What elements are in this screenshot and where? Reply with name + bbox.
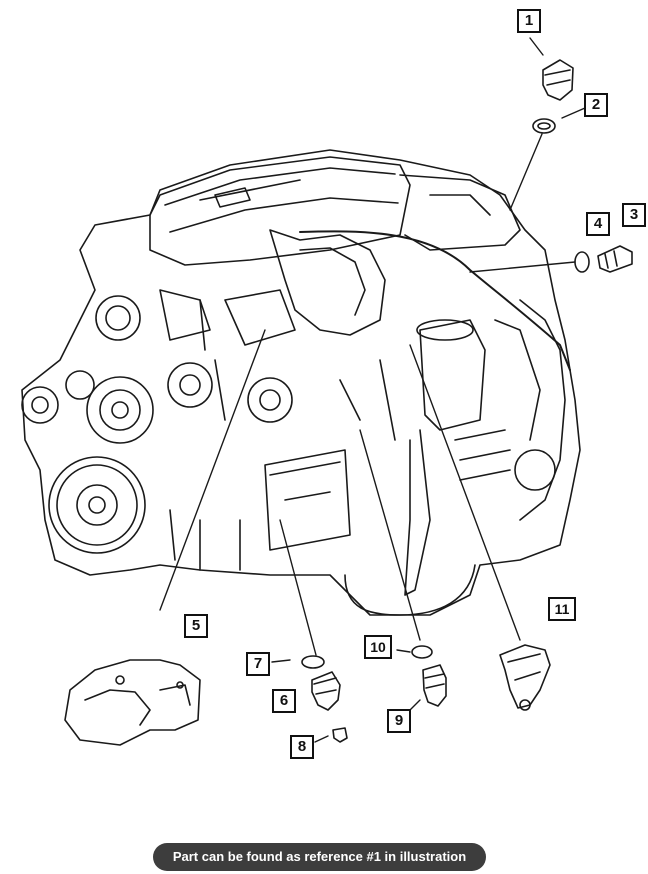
callout-3[interactable]: 3 — [622, 203, 646, 227]
callout-11[interactable]: 11 — [548, 597, 576, 621]
callout-6[interactable]: 6 — [272, 689, 296, 713]
parts-diagram: 1 2 3 4 5 6 7 8 9 10 11 — [21, 9, 646, 759]
callout-5[interactable]: 5 — [184, 614, 208, 638]
leader-line-8 — [314, 735, 329, 743]
part-4-oring — [574, 251, 590, 273]
part-6-sensor — [311, 671, 341, 711]
part-2-oring — [532, 118, 556, 134]
leader-line-7 — [271, 659, 291, 663]
water-pump-pulley — [86, 376, 154, 444]
callout-9[interactable]: 9 — [387, 709, 411, 733]
engine-illustration — [21, 37, 633, 746]
leader-line-10 — [359, 429, 421, 641]
leader-line-1 — [529, 37, 544, 56]
callout-4[interactable]: 4 — [586, 212, 610, 236]
crankshaft-damper — [48, 456, 146, 554]
leader-line-4 — [469, 261, 576, 273]
callout-1[interactable]: 1 — [517, 9, 541, 33]
fuel-filter — [419, 319, 486, 431]
engine-block-outline — [21, 149, 581, 616]
part-11-sensor — [499, 644, 551, 709]
leader-line-2b — [509, 133, 543, 211]
leader-line-9 — [409, 699, 421, 711]
leader-line-11 — [409, 344, 521, 641]
intake-manifold — [269, 229, 386, 336]
part-1-sensor — [542, 59, 574, 101]
part-10-oring — [411, 645, 433, 659]
reference-caption: Part can be found as reference #1 in ill… — [153, 843, 486, 871]
leader-line-5 — [159, 329, 266, 611]
part-8-screw — [332, 727, 348, 743]
part-3-sensor — [597, 245, 633, 273]
leader-line-10b — [396, 649, 411, 653]
callout-10[interactable]: 10 — [364, 635, 392, 659]
callout-8[interactable]: 8 — [290, 735, 314, 759]
part-9-sensor — [422, 664, 447, 707]
fan-pulley — [95, 295, 141, 341]
part-7-oring — [301, 655, 325, 669]
callout-2[interactable]: 2 — [584, 93, 608, 117]
leader-line-2 — [561, 107, 586, 119]
part-5-bracket — [64, 659, 201, 746]
leader-line-6 — [279, 519, 317, 656]
valve-cover — [149, 156, 411, 266]
callout-7[interactable]: 7 — [246, 652, 270, 676]
ecm-module — [264, 449, 351, 551]
